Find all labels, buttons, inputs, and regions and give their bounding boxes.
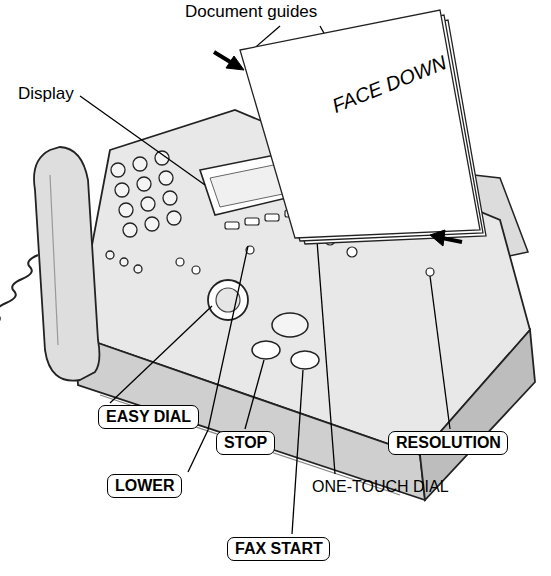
part-label: Document guides <box>185 2 317 22</box>
body-front <box>75 335 425 500</box>
handset-cord <box>0 255 38 371</box>
button-name: FAX START <box>235 540 323 557</box>
button-name: LOWER <box>115 477 175 494</box>
fax-start-button <box>291 351 319 369</box>
button-label-box: FAX START <box>227 537 330 561</box>
button-name: STOP <box>224 434 267 451</box>
button-label-box: LOWER <box>107 474 182 498</box>
part-label: Display <box>18 84 74 104</box>
handset <box>34 147 99 381</box>
document-print: FACE DOWN <box>329 51 450 118</box>
part-label: ONE-TOUCH DIAL <box>312 478 449 496</box>
button-label-box: RESOLUTION <box>388 431 508 455</box>
keypad <box>106 151 181 273</box>
document-stack <box>240 10 486 244</box>
guide-arrows <box>214 52 462 246</box>
button-name: RESOLUTION <box>396 434 501 451</box>
button-name: EASY DIAL <box>106 408 191 425</box>
body-side <box>420 330 535 500</box>
button <box>272 313 308 337</box>
stop-button <box>252 341 280 359</box>
handset-detail <box>50 175 58 345</box>
button-label-box: STOP <box>216 431 275 455</box>
easy-dial-knob <box>208 280 248 320</box>
button-label-box: EASY DIAL <box>98 405 199 429</box>
